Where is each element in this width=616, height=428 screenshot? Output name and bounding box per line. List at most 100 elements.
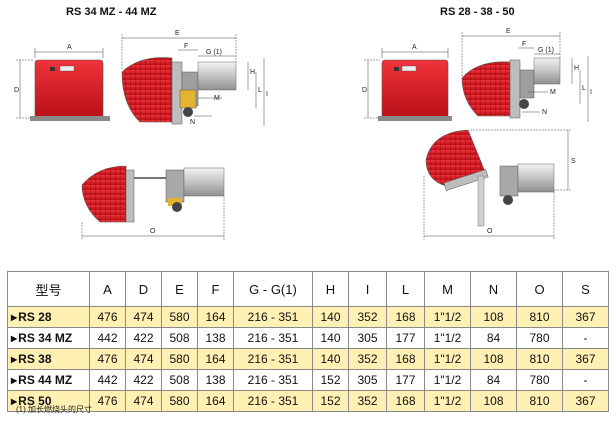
dim-label-l-left: L (258, 87, 262, 94)
table-cell: 367 (562, 306, 609, 328)
table-cell: 422 (125, 369, 162, 391)
arrow-right-icon: ▶ (11, 355, 18, 364)
table-cell: 580 (161, 348, 198, 370)
table-cell: 810 (516, 348, 563, 370)
technical-drawing: A D E F G (1) H L I M N O (14, 28, 592, 240)
table-cell: 508 (161, 369, 198, 391)
model-cell: ▶RS 38 (7, 348, 90, 370)
table-cell: 780 (516, 369, 563, 391)
dim-label-h-left: H (250, 69, 255, 76)
dim-label-e-left: E (175, 30, 180, 37)
model-cell: ▶RS 44 MZ (7, 369, 90, 391)
header-e: E (161, 271, 198, 307)
table-cell: 367 (562, 348, 609, 370)
table-cell: 474 (125, 390, 162, 412)
table-cell: 138 (197, 369, 234, 391)
table-cell: - (562, 327, 609, 349)
table-cell: 164 (197, 348, 234, 370)
dim-label-i-left: I (266, 91, 268, 98)
table-cell: 476 (89, 348, 126, 370)
dim-label-f-right: F (522, 41, 526, 48)
title-rs34-44: RS 34 MZ - 44 MZ (66, 6, 157, 18)
table-cell: 168 (386, 348, 425, 370)
table-cell: 305 (348, 369, 387, 391)
burner-front-view-right (378, 59, 452, 121)
title-rs28-50: RS 28 - 38 - 50 (440, 6, 515, 18)
table-row: ▶RS 34 MZ 442 422 508 138 216 - 351 140 … (7, 327, 609, 349)
table-cell: 352 (348, 348, 387, 370)
table-cell: 216 - 351 (233, 348, 313, 370)
dim-label-a-right: A (412, 44, 417, 51)
header-model: 型号 (7, 271, 90, 307)
header-a: A (89, 271, 126, 307)
header-d: D (125, 271, 162, 307)
table-header-row: 型号 A D E F G - G(1) H I L M N O S (7, 271, 609, 307)
table-cell: 140 (312, 348, 349, 370)
table-cell: 1"1/2 (424, 306, 471, 328)
dimensions-table: 型号 A D E F G - G(1) H I L M N O S ▶RS 28… (7, 271, 609, 412)
burner-tilted-view-right (425, 129, 555, 227)
table-cell: 1"1/2 (424, 348, 471, 370)
dim-label-d-left: D (14, 87, 19, 94)
table-cell: 168 (386, 390, 425, 412)
model-cell: ▶RS 28 (7, 306, 90, 328)
dim-label-a-left: A (67, 44, 72, 51)
table-cell: 442 (89, 369, 126, 391)
burner-side-view-left (121, 57, 237, 125)
header-f: F (197, 271, 234, 307)
table-cell: - (562, 369, 609, 391)
table-cell: 305 (348, 327, 387, 349)
table-row: ▶RS 38 476 474 580 164 216 - 351 140 352… (7, 348, 609, 370)
table-cell: 216 - 351 (233, 327, 313, 349)
dim-label-m-right: M (550, 89, 556, 96)
header-h: H (312, 271, 349, 307)
table-cell: 177 (386, 327, 425, 349)
header-n: N (470, 271, 517, 307)
table-cell: 367 (562, 390, 609, 412)
dim-label-n-right: N (542, 109, 547, 116)
header-o: O (516, 271, 563, 307)
table-row: ▶RS 50 476 474 580 164 216 - 351 152 352… (7, 390, 609, 412)
table-cell: 442 (89, 327, 126, 349)
table-cell: 152 (312, 369, 349, 391)
table-cell: 476 (89, 390, 126, 412)
table-cell: 84 (470, 327, 517, 349)
dim-label-n-left: N (190, 119, 195, 126)
table-row: ▶RS 28 476 474 580 164 216 - 351 140 352… (7, 306, 609, 328)
table-cell: 164 (197, 390, 234, 412)
header-m: M (424, 271, 471, 307)
dim-label-h-right: H (574, 65, 579, 72)
table-cell: 108 (470, 390, 517, 412)
dim-label-g-left: G (1) (206, 49, 222, 56)
table-cell: 216 - 351 (233, 306, 313, 328)
table-cell: 177 (386, 369, 425, 391)
footnote: (1) 加长燃烧头的尺寸 (16, 405, 92, 414)
dim-label-s-right: S (571, 158, 576, 165)
table-cell: 168 (386, 306, 425, 328)
table-cell: 164 (197, 306, 234, 328)
table-cell: 216 - 351 (233, 369, 313, 391)
model-cell: ▶RS 34 MZ (7, 327, 90, 349)
table-cell: 580 (161, 306, 198, 328)
model-cell: ▶RS 50 (7, 390, 90, 412)
arrow-right-icon: ▶ (11, 397, 18, 406)
dim-label-i-right: I (590, 89, 592, 96)
table-cell: 108 (470, 306, 517, 328)
burner-front-view-left (30, 59, 110, 121)
dim-label-o-left: O (150, 228, 156, 235)
table-cell: 84 (470, 369, 517, 391)
table-cell: 810 (516, 306, 563, 328)
table-cell: 474 (125, 306, 162, 328)
dim-label-d-right: D (362, 87, 367, 94)
table-cell: 1"1/2 (424, 390, 471, 412)
burner-side-view-right (461, 57, 561, 119)
table-cell: 810 (516, 390, 563, 412)
table-cell: 138 (197, 327, 234, 349)
dim-label-g-right: G (1) (538, 47, 554, 54)
dim-label-f-left: F (184, 43, 188, 50)
table-cell: 140 (312, 306, 349, 328)
arrow-right-icon: ▶ (11, 376, 18, 385)
header-s: S (562, 271, 609, 307)
table-cell: 422 (125, 327, 162, 349)
table-row: ▶RS 44 MZ 442 422 508 138 216 - 351 152 … (7, 369, 609, 391)
